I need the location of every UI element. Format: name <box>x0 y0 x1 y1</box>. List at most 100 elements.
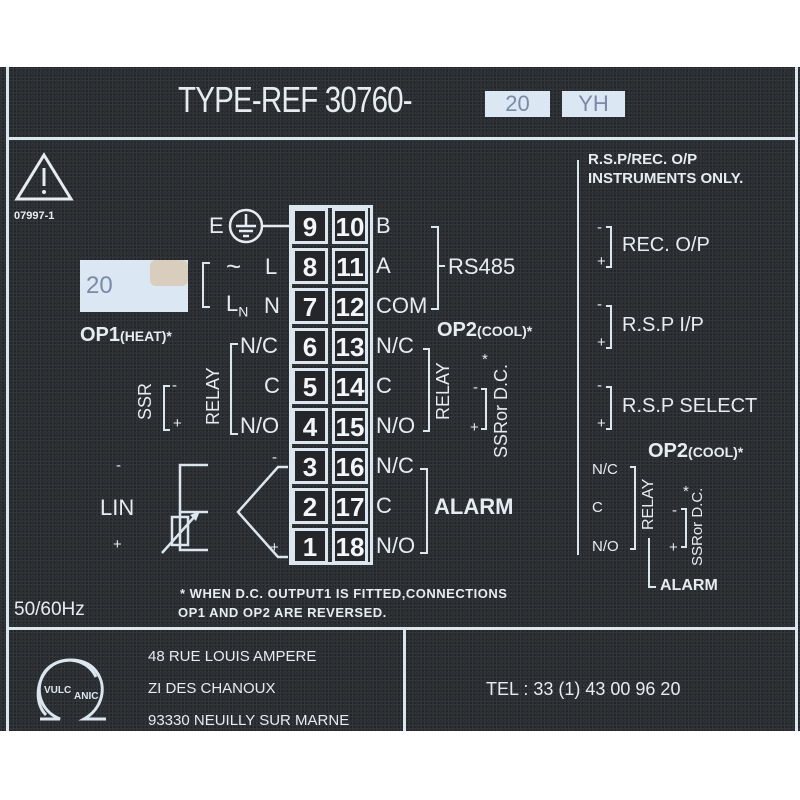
terminal-4: 4 <box>292 408 328 444</box>
ac-symbol-icon: ~ <box>226 251 242 281</box>
terminal-18: 18 <box>332 528 368 564</box>
terminal-label-17: C <box>376 493 392 518</box>
rsp-section-divider <box>577 160 579 555</box>
type-ref-title: TYPE-REF 30760- <box>178 79 413 120</box>
rec-op-minus: - <box>597 219 602 236</box>
terminal-label-10: B <box>376 213 391 238</box>
lin-plus: + <box>113 536 122 553</box>
terminal-6: 6 <box>292 328 328 364</box>
op2-relay-label: RELAY <box>433 362 453 420</box>
terminal-label-15: N/O <box>376 413 416 438</box>
rec-op-plus: + <box>597 253 606 270</box>
terminal-11: 11 <box>332 248 368 284</box>
rsp-alarm-bracket <box>648 538 656 588</box>
terminal-label-18: N/O <box>376 533 416 558</box>
terminal-5: 5 <box>292 368 328 404</box>
lin-minus: - <box>116 457 121 474</box>
terminal-label-11: A <box>376 253 391 278</box>
op2-asterisk: * <box>482 351 488 368</box>
rsp-alarm-label: ALARM <box>660 577 718 594</box>
terminal-3: 3 <box>292 448 328 484</box>
op1-nc-label: N/C <box>240 333 278 358</box>
vulcanic-logo-icon: VULC ANIC <box>36 658 106 721</box>
alarm-label: ALARM <box>434 494 514 519</box>
rsp-select-minus: - <box>597 377 602 394</box>
op2-cool-label: OP2(COOL)* <box>437 320 532 340</box>
svg-text:VULC: VULC <box>44 685 71 696</box>
terminal-14: 14 <box>332 368 368 404</box>
rsp-relay-bracket <box>630 466 636 550</box>
power-bracket <box>202 262 210 308</box>
svg-text:ANIC: ANIC <box>74 691 98 702</box>
rsp-op2-sub: (COOL)* <box>688 444 744 460</box>
rsp-op2-cool-label: OP2(COOL)* <box>648 441 743 461</box>
op1-relay-bracket <box>230 343 238 435</box>
terminal-17: 17 <box>332 488 368 524</box>
header-divider <box>6 137 798 140</box>
rsp-ssr-minus: - <box>672 502 677 519</box>
neutral-label: N <box>264 293 280 318</box>
rsp-select-plus: + <box>597 415 606 432</box>
op2-relay-bracket <box>423 348 430 432</box>
op1-ssr-label: SSR <box>135 382 155 420</box>
rsp-ssr-dc-label: SSRor D.C. <box>689 487 706 566</box>
rs485-bracket-tick <box>439 265 445 267</box>
type-sticker-2: YH <box>562 91 625 117</box>
address-line-2: ZI DES CHANOUX <box>148 680 276 697</box>
rec-op-label: REC. O/P <box>622 234 710 256</box>
ln-symbol: LN <box>226 291 249 320</box>
rsp-op2-label: OP2 <box>648 440 689 462</box>
rsp-select-bracket <box>606 386 612 430</box>
type-sticker-1: 20 <box>485 91 550 117</box>
note-line-2: OP1 AND OP2 ARE REVERSED. <box>178 605 387 620</box>
terminal-block <box>289 205 373 565</box>
terminal-plate <box>0 67 800 731</box>
terminal-1: 1 <box>292 528 328 564</box>
terminal-label-13: N/C <box>376 333 414 358</box>
frame-left <box>6 67 9 731</box>
rsp-ssr-plus: + <box>669 539 678 556</box>
terminal-7: 7 <box>292 288 328 324</box>
terminal-15: 15 <box>332 408 368 444</box>
live-label: L <box>265 254 278 279</box>
telephone: TEL : 33 (1) 43 00 96 20 <box>486 679 681 699</box>
op1-c-label: C <box>264 373 280 398</box>
op1-no-label: N/O <box>240 413 280 438</box>
warning-code: 07997-1 <box>14 210 55 222</box>
tc-minus: - <box>272 449 277 466</box>
footer-vertical-divider <box>403 627 406 731</box>
rs485-label: RS485 <box>448 254 516 279</box>
terminal-label-14: C <box>376 373 392 398</box>
rsp-ip-label: R.S.P I/P <box>622 314 704 336</box>
op2-ssr-bracket <box>481 388 487 430</box>
address-line-3: 93330 NEUILLY SUR MARNE <box>148 712 350 729</box>
op1-heat-label: OP1(HEAT)* <box>80 325 172 345</box>
op1-sub: (HEAT)* <box>120 328 172 344</box>
op2-sub: (COOL)* <box>477 323 533 339</box>
warning-triangle-icon <box>14 152 74 201</box>
rsp-ip-minus: - <box>597 296 602 313</box>
rsp-relay-nc: N/C <box>592 461 618 478</box>
rs485-bracket <box>431 226 439 310</box>
earth-ground-icon <box>228 208 290 244</box>
rsp-relay-c: C <box>592 499 603 516</box>
rsp-relay-label: RELAY <box>640 478 657 530</box>
address-line-1: 48 RUE LOUIS AMPERE <box>148 648 317 665</box>
op2-ssr-dc-label: SSRor D.C. <box>491 363 511 458</box>
rsp-ip-plus: + <box>597 334 606 351</box>
rec-op-bracket <box>606 226 612 268</box>
rsp-ip-bracket <box>606 305 612 349</box>
op2-label: OP2 <box>437 319 478 341</box>
footer-divider <box>6 627 798 630</box>
terminal-10: 10 <box>332 208 368 244</box>
terminal-2: 2 <box>292 488 328 524</box>
terminal-label-12: COM <box>376 293 428 318</box>
rtd-thermocouple-symbol-icon <box>161 463 288 559</box>
op2-ssr-plus: + <box>470 419 479 436</box>
earth-label: E <box>209 213 224 238</box>
rsp-heading-2: INSTRUMENTS ONLY. <box>588 170 744 187</box>
op1-relay-label: RELAY <box>203 367 223 425</box>
terminal-12: 12 <box>332 288 368 324</box>
lin-label: LIN <box>100 495 135 520</box>
terminal-8: 8 <box>292 248 328 284</box>
